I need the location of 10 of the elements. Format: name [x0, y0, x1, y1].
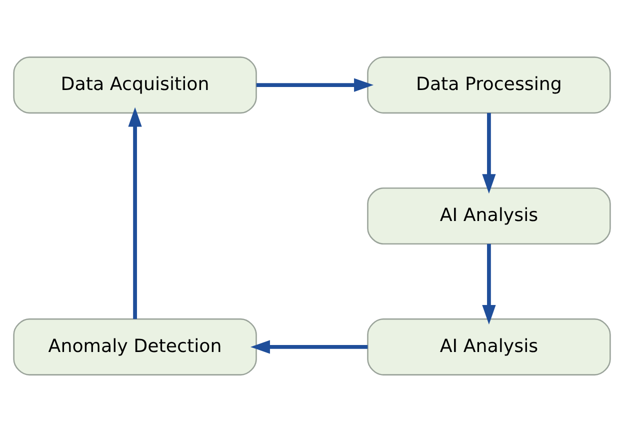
arrow — [482, 112, 496, 194]
arrow — [482, 243, 496, 324]
arrow — [250, 340, 368, 354]
arrow — [256, 78, 374, 92]
node-box: AI Analysis — [367, 186, 611, 244]
node-box: Data Acquisition — [13, 56, 257, 114]
node-box: Data Processing — [367, 56, 611, 114]
node-box: Anomaly Detection — [13, 318, 257, 375]
arrow — [128, 106, 142, 319]
node-box: AI Analysis — [367, 318, 611, 375]
